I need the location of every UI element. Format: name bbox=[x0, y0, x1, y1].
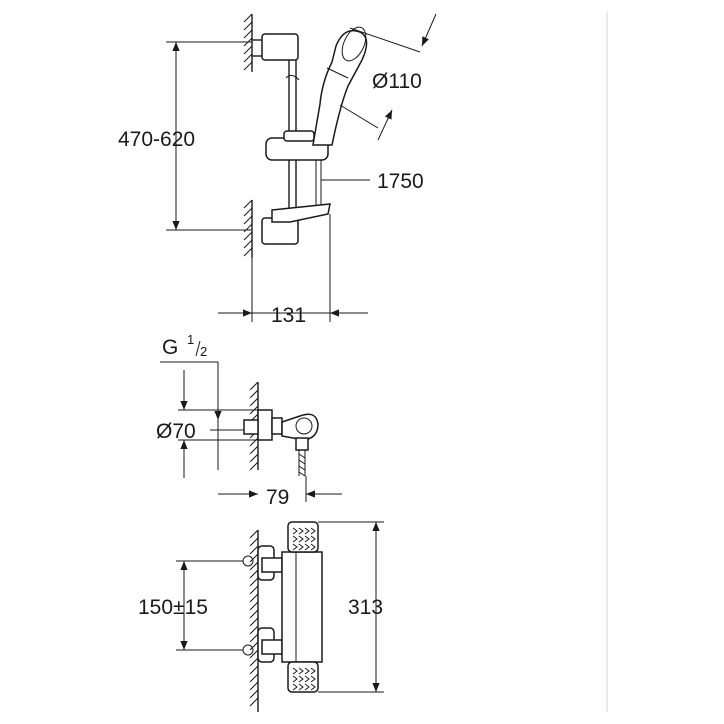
slider-holder bbox=[283, 130, 315, 142]
wall-hatch-bottom bbox=[249, 529, 259, 707]
outlet-elbow-circle bbox=[295, 417, 313, 435]
inlet-lower-nut bbox=[261, 639, 283, 655]
dim-body-length: 313 bbox=[348, 596, 383, 619]
shower-rail-view: 470-620 Ø110 1750 131 bbox=[118, 13, 437, 327]
shower-face bbox=[341, 26, 367, 62]
dim-head-ext-2 bbox=[339, 104, 379, 129]
outlet-thread bbox=[243, 419, 259, 435]
dim-inlet-spacing: 150±15 bbox=[138, 596, 208, 619]
outlet-nut bbox=[271, 417, 283, 435]
dim-head-arrow-1 bbox=[421, 13, 437, 47]
dim-thread-num: 1 bbox=[187, 332, 194, 347]
shower-face-line bbox=[326, 67, 349, 79]
soap-shelf bbox=[271, 203, 331, 223]
outlet-elbow bbox=[281, 413, 319, 441]
hose-stub-pattern bbox=[298, 453, 306, 477]
inlet-upper-nut bbox=[261, 557, 283, 573]
hand-shower bbox=[312, 29, 368, 146]
dim-head-diameter: Ø110 bbox=[372, 70, 422, 93]
thermostat-body bbox=[281, 551, 323, 663]
flow-handle-grip bbox=[292, 667, 316, 691]
temperature-handle-grip bbox=[292, 527, 316, 551]
wall-outlet-view: G 1 2 Ø70 79 bbox=[156, 332, 342, 509]
dim-projection-middle: 79 bbox=[266, 486, 289, 509]
hose-nut bbox=[295, 437, 309, 451]
wall-hatch-lower bbox=[243, 199, 253, 257]
dim-projection-top: 131 bbox=[271, 304, 306, 327]
dim-head-arrow-2 bbox=[377, 109, 393, 141]
dim-thread-prefix: G bbox=[162, 336, 178, 359]
dim-rail-height: 470-620 bbox=[118, 128, 195, 151]
dim-thread-frac-slash bbox=[195, 340, 201, 357]
dim-rosette-diameter: Ø70 bbox=[156, 420, 196, 443]
inlet-lower-circle bbox=[242, 644, 254, 656]
rail-break bbox=[285, 74, 300, 81]
dim-head-ext-1 bbox=[349, 27, 421, 53]
outlet-rosette bbox=[257, 409, 273, 441]
rail-bracket-upper bbox=[261, 33, 299, 61]
thermostat-view: 150±15 313 bbox=[138, 521, 384, 712]
dim-thread-den: 2 bbox=[200, 344, 207, 359]
dim-hose-length: 1750 bbox=[377, 170, 424, 193]
